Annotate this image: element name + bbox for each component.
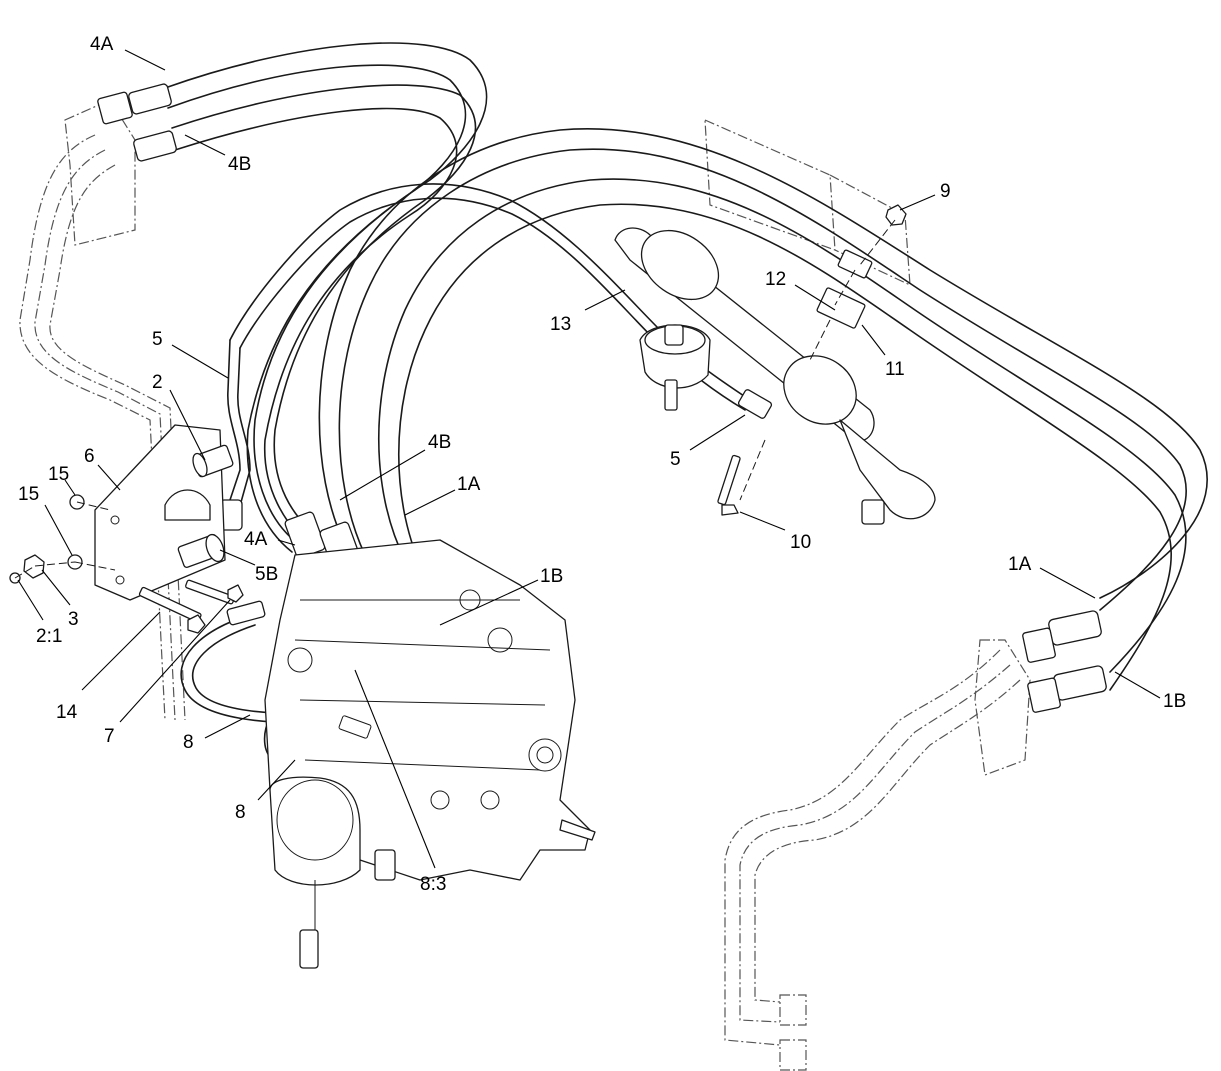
callout-3: 3	[68, 609, 79, 630]
callout-2-1: 2:1	[36, 626, 62, 647]
callout-1b-right: 1B	[1163, 691, 1186, 712]
callout-1a-mid: 1A	[457, 474, 481, 495]
callout-4b-top: 4B	[228, 154, 251, 175]
callout-6: 6	[84, 446, 95, 467]
callout-1a-right: 1A	[1008, 554, 1032, 575]
callout-4b-mid: 4B	[428, 432, 451, 453]
callout-14: 14	[56, 702, 78, 723]
callout-2: 2	[152, 372, 163, 393]
callout-15-a: 15	[48, 464, 69, 485]
callout-labels: 4A 4B 9 12 11 13 5 2 4B 1A 6 15 15 5 10 …	[18, 34, 1186, 895]
callout-5-right: 5	[670, 449, 681, 470]
fittings	[97, 83, 1107, 748]
callout-8-a: 8	[183, 732, 194, 753]
callout-10: 10	[790, 532, 811, 553]
callout-4a-top: 4A	[90, 34, 114, 55]
bulkhead-bracket-6	[94, 424, 226, 601]
callout-8-3: 8:3	[420, 874, 446, 895]
callout-1b-mid: 1B	[540, 566, 563, 587]
steering-cylinder	[614, 204, 936, 525]
callout-13: 13	[550, 314, 571, 335]
callout-4a-mid: 4A	[244, 529, 268, 550]
bulkhead-fitting-5b	[177, 533, 225, 568]
callout-15-b: 15	[18, 484, 39, 505]
phantom-frame-lines	[19, 99, 1031, 1071]
nuts-15-and-3	[9, 494, 116, 584]
callout-5-left: 5	[152, 329, 163, 350]
callout-12: 12	[765, 269, 786, 290]
callout-9: 9	[940, 181, 951, 202]
callout-7: 7	[104, 726, 115, 747]
callout-8-b: 8	[235, 802, 246, 823]
hose-1a-1b-pair	[318, 128, 1208, 691]
callout-11: 11	[885, 359, 905, 380]
leader-lines	[17, 49, 1161, 869]
bulkhead-fitting-2	[192, 444, 234, 478]
callout-5b: 5B	[255, 564, 278, 585]
bolts-14-7	[138, 579, 244, 634]
control-valve-body	[264, 539, 596, 969]
